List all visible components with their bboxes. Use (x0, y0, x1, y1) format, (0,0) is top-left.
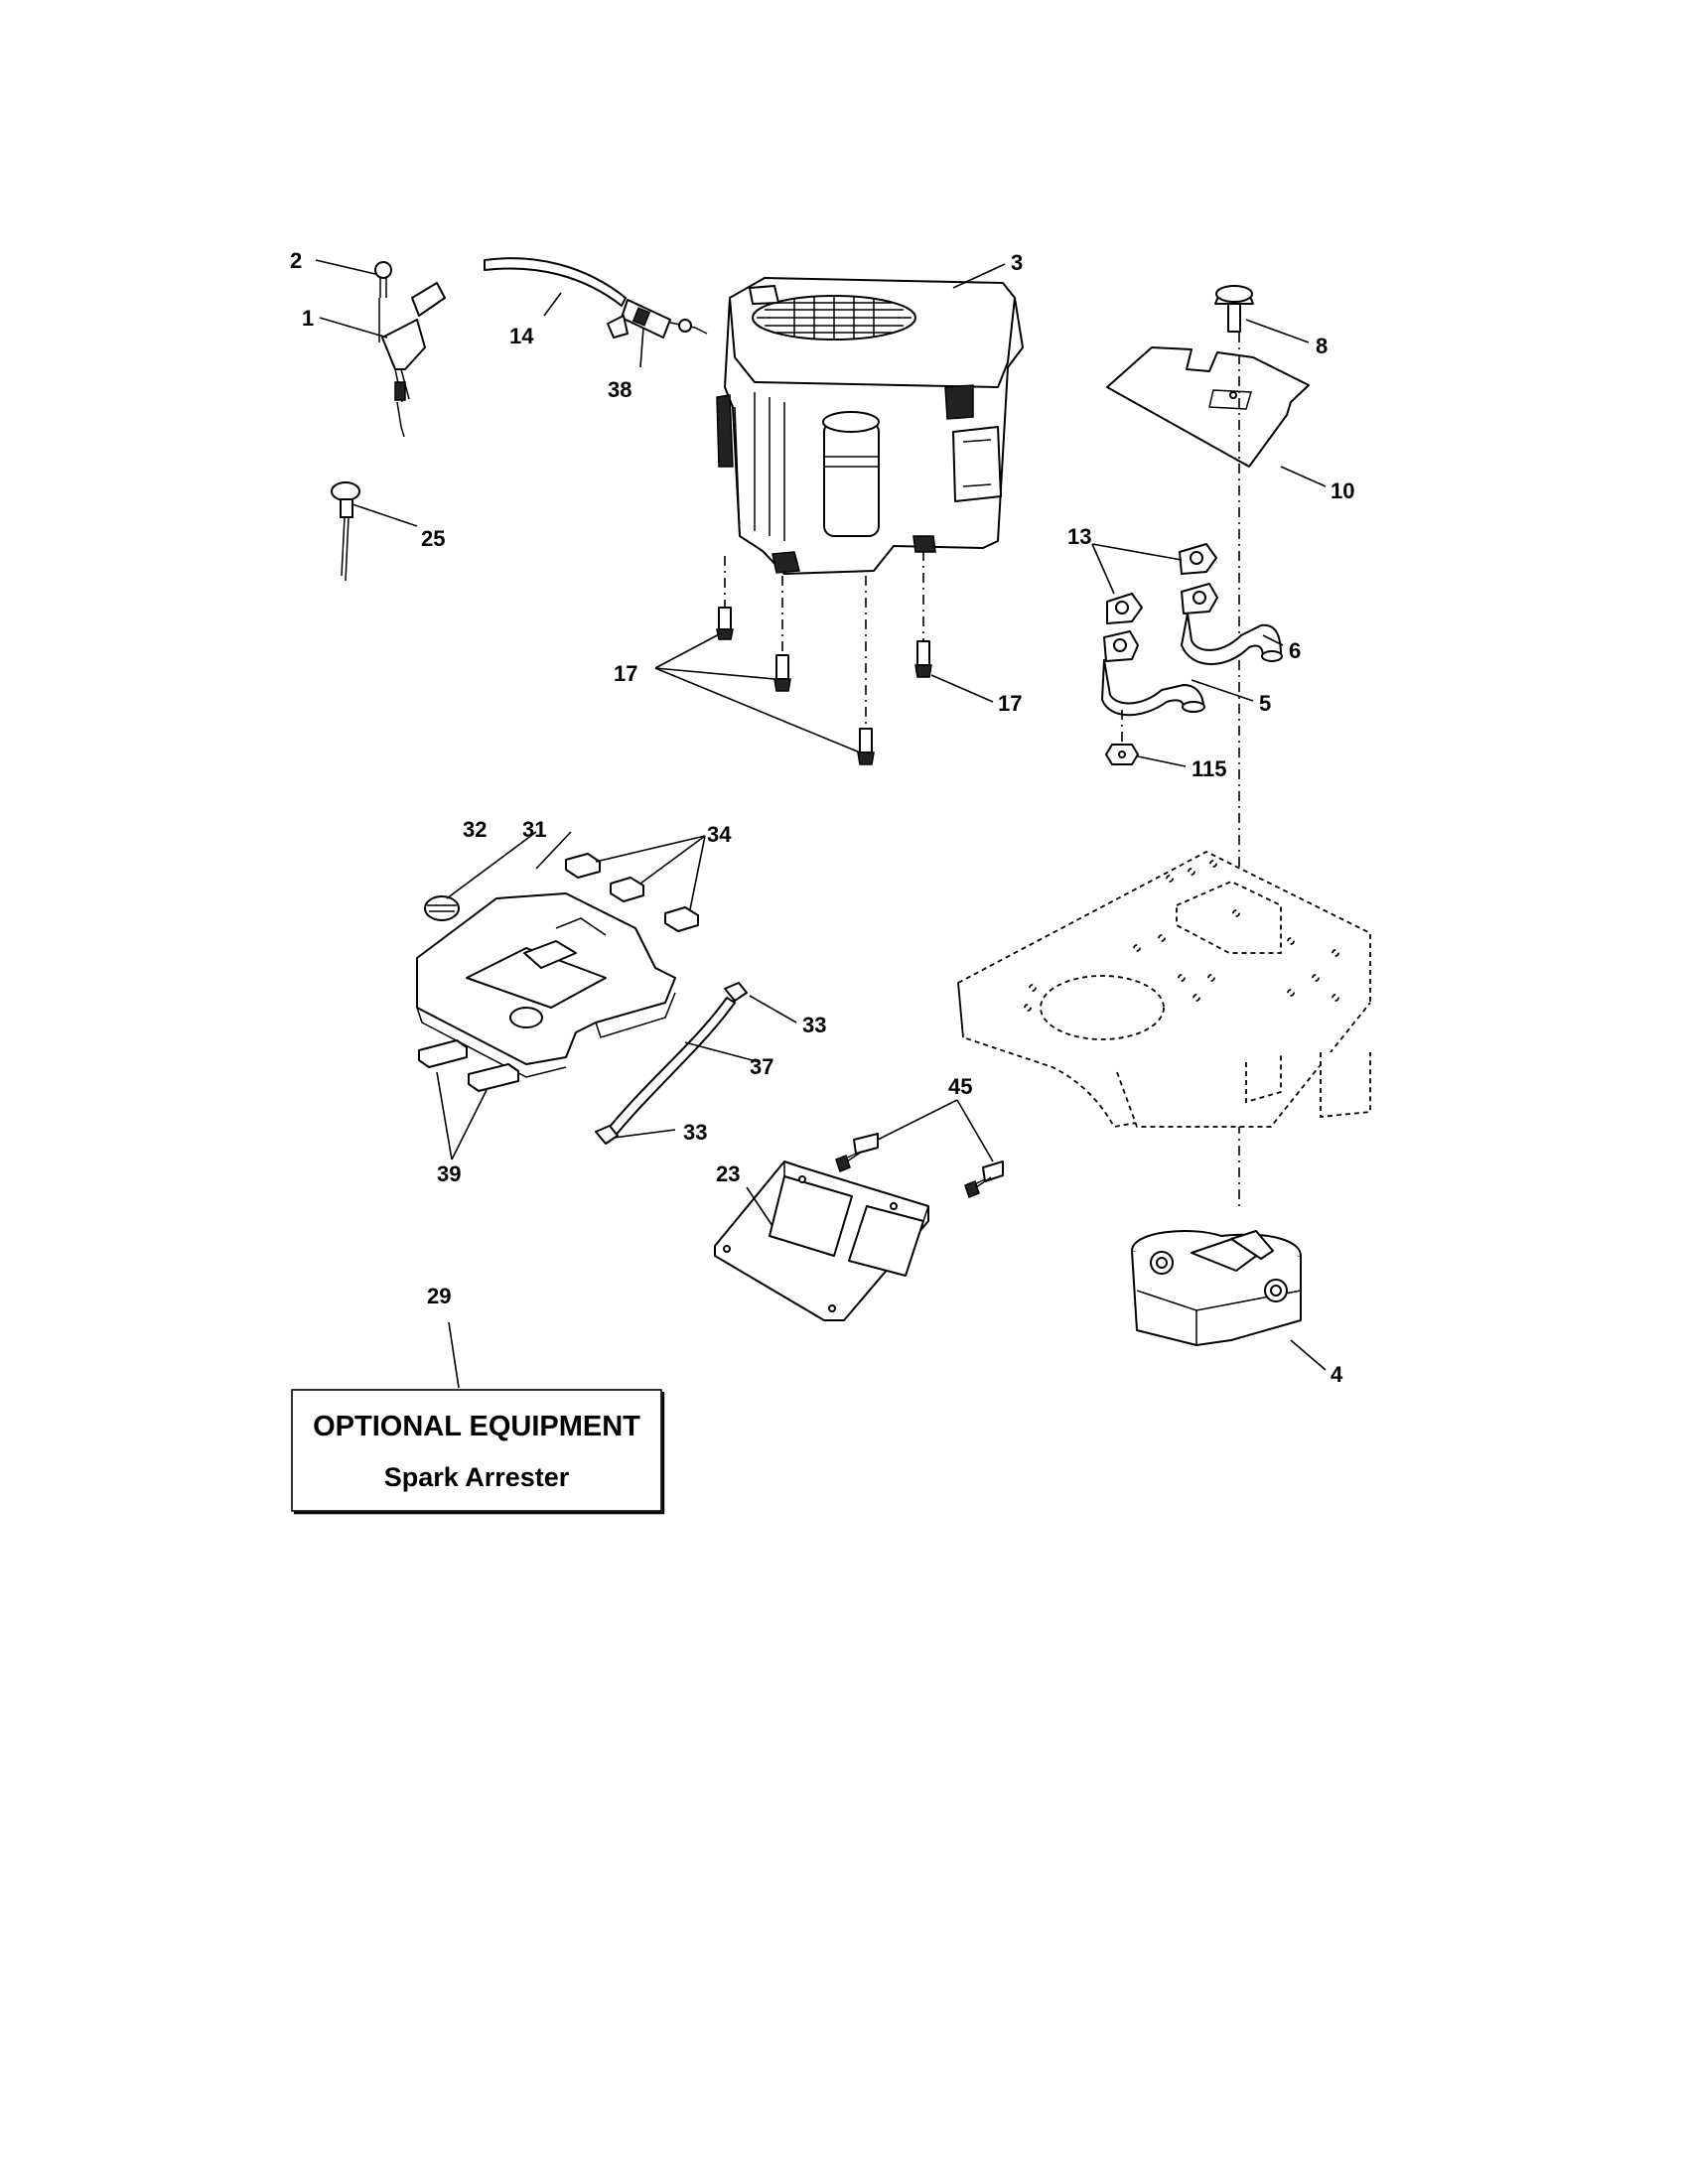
pad-part-34-b (610, 877, 644, 902)
callout-10: 10 (1331, 478, 1354, 503)
clamp-part-33-b (595, 1125, 619, 1145)
callout-29: 29 (427, 1284, 451, 1308)
engine-part-3 (716, 277, 1024, 575)
callout-13: 13 (1067, 524, 1091, 549)
callout-33-lower: 33 (683, 1120, 707, 1145)
callout-32: 32 (463, 817, 487, 842)
bolt-part-17-a (716, 607, 734, 640)
screw-part-8 (1214, 285, 1254, 333)
heat-shield-part-10 (1106, 346, 1310, 468)
bolt-part-17-d (857, 728, 875, 765)
exhaust-pipe-part-5 (1101, 630, 1205, 717)
engine-grille (757, 296, 912, 340)
fuel-filter-part-38 (607, 299, 708, 339)
bolt-part-17-c (914, 640, 932, 678)
callout-2: 2 (290, 248, 302, 273)
leader-lines (315, 259, 1327, 1389)
fuel-cap-part-32 (424, 895, 460, 921)
screw-part-2 (374, 261, 392, 342)
callout-6: 6 (1289, 638, 1301, 663)
optional-equipment-subtitle: Spark Arrester (384, 1462, 570, 1492)
muffler-part-4 (1131, 1230, 1302, 1346)
bracket-part-23 (714, 1160, 929, 1321)
callout-115: 115 (1192, 756, 1227, 781)
callout-5: 5 (1259, 691, 1271, 716)
fuel-tank-part-31 (416, 892, 676, 1078)
bolt-part-17-b (773, 654, 791, 692)
callout-14: 14 (509, 324, 534, 348)
callout-8: 8 (1316, 334, 1328, 358)
fuel-line-part-14 (484, 257, 627, 307)
callout-25: 25 (421, 526, 445, 551)
clamp-part-33-a (724, 982, 748, 1002)
chassis-frame (957, 850, 1371, 1128)
gasket-part-13-a (1106, 593, 1143, 624)
optional-equipment-box: OPTIONAL EQUIPMENT Spark Arrester (291, 1389, 665, 1515)
nut-part-115 (1105, 744, 1139, 765)
frame-holes (1024, 860, 1339, 1012)
callout-38: 38 (608, 377, 632, 402)
fuel-hose-part-37 (605, 997, 736, 1139)
dipstick-part-25 (331, 481, 360, 582)
callout-3: 3 (1011, 250, 1023, 275)
optional-equipment-title: OPTIONAL EQUIPMENT (313, 1411, 640, 1442)
callout-33-upper: 33 (802, 1013, 826, 1037)
pad-part-39-b (468, 1063, 519, 1092)
callout-17-right: 17 (998, 691, 1022, 716)
callout-17-left: 17 (614, 661, 637, 686)
callout-1: 1 (302, 306, 314, 331)
callout-37: 37 (750, 1054, 773, 1079)
callout-34: 34 (707, 822, 732, 847)
callout-45: 45 (948, 1074, 972, 1099)
callout-39: 39 (437, 1161, 461, 1186)
pad-part-34-a (565, 853, 601, 879)
callout-23: 23 (716, 1161, 740, 1186)
throttle-control-part-1 (381, 282, 446, 438)
gasket-part-13-b (1179, 543, 1217, 575)
pad-part-39-a (418, 1039, 468, 1068)
bolt-part-45-a (835, 1133, 879, 1172)
callout-31: 31 (522, 817, 546, 842)
callout-4: 4 (1331, 1362, 1343, 1387)
exhaust-pipe-part-6 (1181, 583, 1283, 665)
pad-part-34-c (664, 906, 699, 932)
bolt-part-45-b (964, 1160, 1004, 1198)
